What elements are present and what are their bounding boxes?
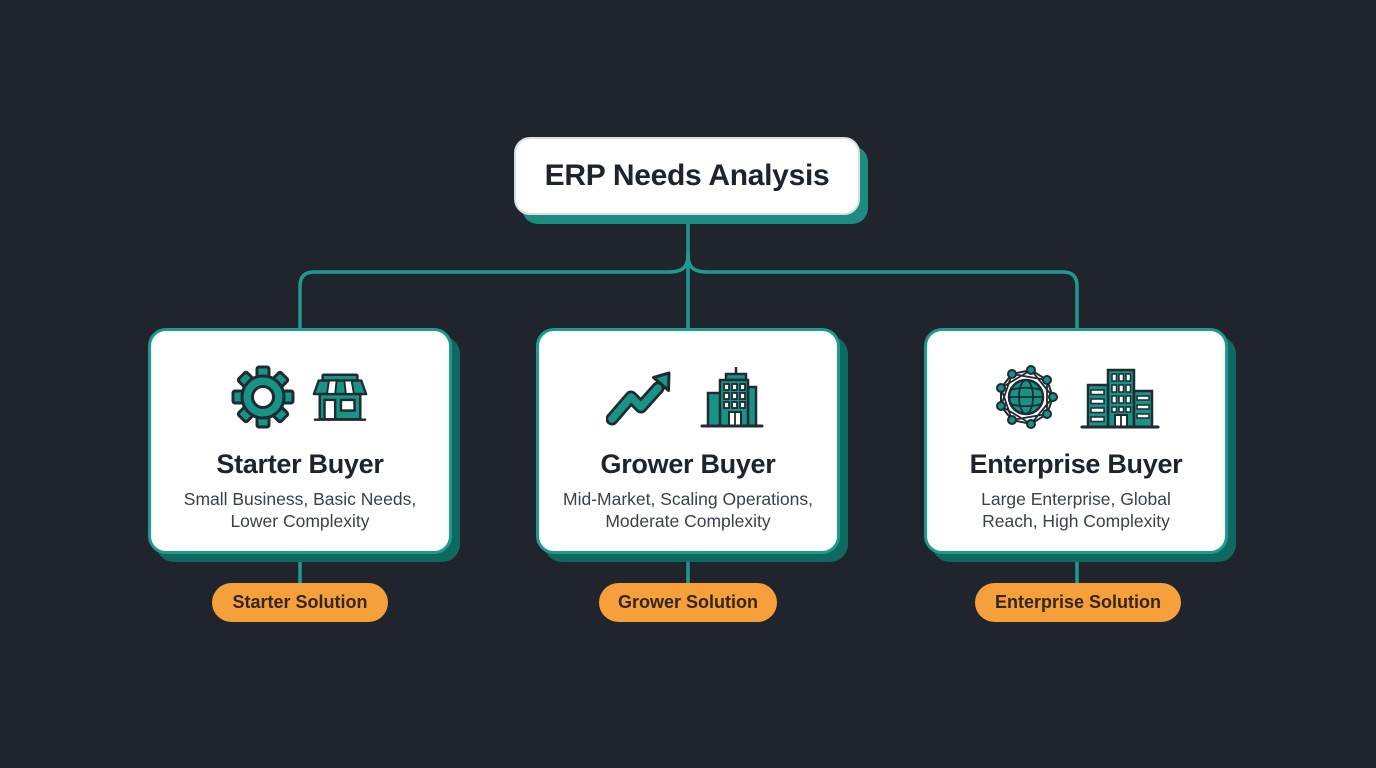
enterprise-card-description: Large Enterprise, Global Reach, High Com… [981, 489, 1171, 532]
solution-pill-enterprise: Enterprise Solution [975, 583, 1181, 622]
enterprise-card-title: Enterprise Buyer [969, 449, 1183, 479]
trending-up-icon [606, 371, 671, 426]
enterprise-building-icon [1080, 368, 1160, 429]
connector-root-to-starter [298, 252, 690, 332]
connector-root-to-enterprise [686, 252, 1079, 332]
buyer-card-grower: Grower Buyer Mid-Market, Scaling Operati… [536, 328, 840, 554]
grower-card-description: Mid-Market, Scaling Operations, Moderate… [563, 489, 813, 532]
solution-pill-grower: Grower Solution [599, 583, 777, 622]
starter-card-title: Starter Buyer [216, 449, 384, 479]
grower-card-icons [606, 351, 770, 443]
root-node: ERP Needs Analysis [514, 137, 860, 215]
starter-card-icons [231, 351, 369, 443]
office-building-icon [700, 367, 764, 428]
global-network-icon [996, 365, 1058, 429]
buyer-card-enterprise: Enterprise Buyer Large Enterprise, Globa… [924, 328, 1228, 554]
starter-card-description: Small Business, Basic Needs, Lower Compl… [183, 489, 417, 532]
buyer-card-starter: Starter Buyer Small Business, Basic Need… [148, 328, 452, 554]
storefront-icon [312, 373, 368, 421]
grower-card-title: Grower Buyer [600, 449, 776, 479]
gear-icon [231, 365, 295, 429]
enterprise-card-icons [990, 351, 1162, 443]
root-node-title: ERP Needs Analysis [544, 159, 830, 192]
solution-pill-starter: Starter Solution [212, 583, 388, 622]
